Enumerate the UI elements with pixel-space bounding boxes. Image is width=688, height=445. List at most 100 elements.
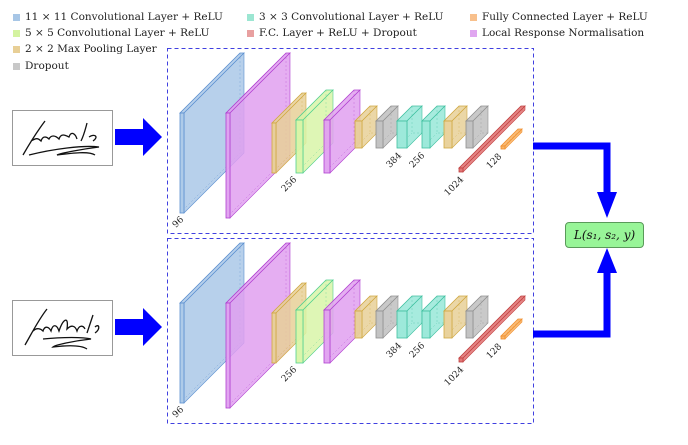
legend-item-pool: 2 × 2 Max Pooling Layer — [13, 42, 157, 56]
bottom-conv3-layer-1-hidden-edge-2 — [396, 322, 413, 339]
output-arrowhead-bottom — [597, 248, 617, 273]
legend-item-conv3: 3 × 3 Convolutional Layer + ReLU — [247, 10, 444, 24]
bottom-fc-layer-top-face — [500, 318, 523, 337]
legend-item-fc: Fully Connected Layer + ReLU — [470, 10, 648, 24]
legend-item-conv11: 11 × 11 Convolutional Layer + ReLU — [13, 10, 223, 24]
legend-label: 2 × 2 Max Pooling Layer — [25, 43, 157, 55]
top-label-conv3b: 256 — [408, 151, 427, 170]
legend-item-conv5: 5 × 5 Convolutional Layer + ReLU — [13, 26, 210, 40]
bottom-pool-layer-2-hidden-edge-2 — [354, 322, 371, 339]
bottom-pool-layer-3-hidden-edges — [458, 296, 467, 324]
legend-swatch — [13, 13, 20, 21]
legend-swatch — [470, 29, 477, 37]
bottom-dropout-layer-1-hidden-edge-2 — [375, 322, 392, 339]
bottom-lrn-layer-2 — [323, 279, 361, 364]
output-arrowhead-top — [597, 192, 617, 218]
top-dropout-layer-1-front-face — [375, 120, 384, 149]
bottom-label-conv2: 256 — [280, 365, 299, 384]
bottom-pool-layer-3 — [443, 295, 468, 339]
top-pool-layer-2-front-face — [354, 120, 363, 149]
bottom-dropout-layer-2-hidden-edge-2 — [465, 322, 482, 339]
top-conv3-layer-1 — [396, 105, 423, 149]
top-label-fc1: 1024 — [443, 175, 466, 198]
top-fc-dropout-layer-hidden-edge-2 — [458, 109, 522, 173]
bottom-pool-layer-1-front-face — [271, 312, 277, 364]
bottom-pool-layer-1-hidden-edge-2 — [271, 332, 303, 364]
bottom-conv3-layer-1 — [396, 295, 423, 339]
top-dropout-layer-2 — [465, 105, 489, 149]
top-label-conv3a: 384 — [385, 151, 404, 170]
bottom-fc-layer-front-face — [500, 335, 506, 340]
top-dropout-layer-2-front-face — [465, 120, 474, 149]
bottom-dropout-layer-2-front-face — [465, 310, 474, 339]
bottom-conv5-layer-hidden-edge-2 — [295, 332, 327, 364]
bottom-label-conv1: 96 — [171, 405, 186, 420]
bottom-fc-layer-hidden-edges — [517, 319, 522, 323]
legend-swatch — [13, 62, 20, 70]
bottom-conv3-layer-2-hidden-edge-2 — [421, 322, 438, 339]
bottom-conv5-layer-front-face — [295, 309, 304, 364]
top-conv3-layer-1-hidden-edges — [411, 106, 422, 134]
top-conv5-layer — [295, 89, 334, 174]
signature-1-strokes — [22, 120, 100, 156]
bottom-conv3-layer-2-hidden-edges — [436, 296, 445, 324]
bottom-label-conv3b: 256 — [408, 341, 427, 360]
signature-image-2 — [12, 300, 113, 356]
output-connector-bottom — [533, 272, 611, 338]
bottom-fc-layer — [500, 318, 523, 340]
top-fc-layer — [500, 128, 523, 150]
bottom-dropout-layer-1-hidden-edges — [390, 296, 398, 324]
bottom-conv3-layer-2-front-face — [421, 310, 431, 339]
bottom-lrn-layer-1-front-face — [225, 302, 231, 409]
top-conv11-layer-front-face — [179, 112, 185, 214]
top-fc-layer-top-face — [500, 128, 523, 147]
top-dropout-layer-1-hidden-edge-2 — [375, 132, 392, 149]
top-label-conv1: 96 — [171, 215, 186, 230]
top-pool-layer-2-hidden-edge-2 — [354, 132, 371, 149]
bottom-dropout-layer-1-front-face — [375, 310, 384, 339]
legend-swatch — [247, 29, 254, 37]
bottom-fc-dropout-layer-front-face — [458, 357, 464, 363]
legend-item-dropout: Dropout — [13, 59, 69, 73]
top-dropout-layer-2-hidden-edges — [480, 106, 488, 134]
legend-swatch — [247, 13, 254, 21]
legend-label: Dropout — [25, 60, 69, 72]
top-frame — [167, 48, 534, 234]
loss-function-box: L(s₁, s₂, y) — [565, 222, 644, 248]
bottom-lrn-layer-2-hidden-edge-2 — [323, 332, 355, 364]
legend-item-lrn: Local Response Normalisation — [470, 26, 644, 40]
top-fc-dropout-layer-front-face — [458, 167, 464, 173]
bottom-dropout-layer-1 — [375, 295, 399, 339]
connectors — [115, 118, 617, 346]
bottom-label-fc1: 1024 — [443, 365, 466, 388]
legend-swatch — [13, 29, 20, 37]
bottom-dropout-layer-2 — [465, 295, 489, 339]
signature-2-strokes — [24, 308, 100, 350]
bottom-lrn-layer-1 — [225, 242, 291, 409]
top-pool-layer-2 — [354, 105, 378, 149]
top-conv3-layer-1-hidden-edge-2 — [396, 132, 413, 149]
top-label-fc2: 128 — [485, 152, 504, 171]
legend-label: Fully Connected Layer + ReLU — [482, 11, 648, 23]
top-pool-layer-3-hidden-edges — [458, 106, 467, 134]
top-pool-layer-3 — [443, 105, 468, 149]
top-conv3-layer-2-front-face — [421, 120, 431, 149]
top-fc-layer-hidden-edges — [517, 129, 522, 133]
top-lrn-layer-1-front-face — [225, 112, 231, 219]
bottom-dropout-layer-2-hidden-edges — [480, 296, 488, 324]
top-lrn-layer-2-hidden-edge-2 — [323, 142, 355, 174]
bottom-pool-layer-3-hidden-edge-2 — [443, 322, 460, 339]
legend-label: Local Response Normalisation — [482, 27, 645, 39]
top-conv5-layer-hidden-edge-2 — [295, 142, 327, 174]
top-conv3-layer-2-hidden-edge-2 — [421, 132, 438, 149]
input-arrow-top — [115, 118, 162, 156]
top-label-conv2: 256 — [280, 175, 299, 194]
bottom-fc-dropout-layer — [458, 295, 526, 363]
top-pool-layer-2-hidden-edges — [369, 106, 377, 134]
loss-function-label: L(s₁, s₂, y) — [573, 228, 636, 242]
top-pool-layer-3-front-face — [443, 120, 453, 149]
legend-label: 3 × 3 Convolutional Layer + ReLU — [259, 11, 444, 23]
top-pool-layer-3-hidden-edge-2 — [443, 132, 460, 149]
